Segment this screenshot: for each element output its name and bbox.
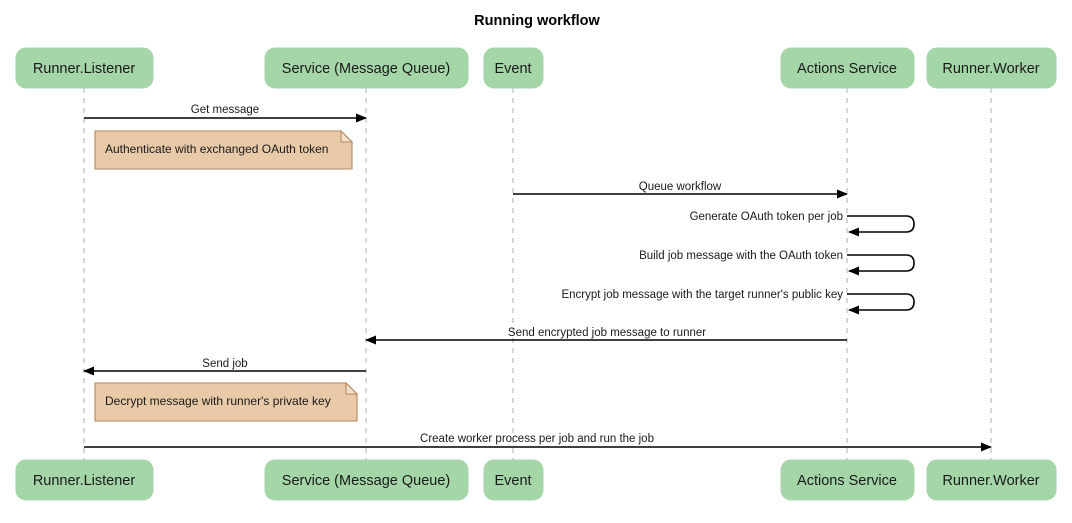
message-build-job-message-with-the-oauth-token[interactable]: Build job message with the OAuth token [639, 250, 915, 276]
participant-label: Actions Service [797, 473, 897, 489]
participant-label: Event [494, 61, 531, 77]
participant-label: Service (Message Queue) [282, 473, 450, 489]
participant-runner-worker-header[interactable]: Runner.Worker [926, 47, 1057, 89]
participant-label: Event [494, 473, 531, 489]
participant-service-message-queue-footer[interactable]: Service (Message Queue) [264, 459, 469, 501]
participant-box [483, 459, 544, 501]
self-loop-path [847, 254, 915, 276]
note-authenticate-note[interactable]: Authenticate with exchanged OAuth token [94, 129, 354, 170]
page-title: Running workflow [474, 13, 600, 29]
message-create-worker-process-per-job-and-run-the-job[interactable]: Create worker process per job and run th… [84, 433, 992, 452]
note-fold-corner-icon [340, 129, 354, 143]
participant-event-header[interactable]: Event [483, 47, 544, 89]
note-label: Authenticate with exchanged OAuth token [105, 142, 328, 156]
message-label: Queue workflow [639, 181, 722, 193]
note-decrypt-note[interactable]: Decrypt message with runner's private ke… [94, 381, 359, 422]
note-body [94, 382, 358, 422]
message-label: Send job [202, 358, 247, 370]
message-label: Get message [191, 104, 259, 116]
message-send-encrypted-job-message-to-runner[interactable]: Send encrypted job message to runner [365, 327, 847, 345]
message-send-job[interactable]: Send job [83, 358, 366, 376]
lifelines-layer [83, 88, 992, 460]
participant-label: Runner.Listener [33, 61, 136, 77]
participant-runner-listener-header[interactable]: Runner.Listener [15, 47, 154, 89]
note-label: Decrypt message with runner's private ke… [105, 394, 331, 408]
participant-box [926, 459, 1057, 501]
participant-actions-service-header[interactable]: Actions Service [780, 47, 915, 89]
note-fold-corner-icon [345, 381, 359, 395]
participant-box [15, 47, 154, 89]
participant-box [483, 47, 544, 89]
message-label: Create worker process per job and run th… [420, 433, 654, 445]
participant-box [264, 459, 469, 501]
self-loop-path [847, 215, 915, 237]
participant-label: Runner.Worker [942, 61, 1039, 77]
message-label: Encrypt job message with the target runn… [561, 289, 843, 301]
participant-box [780, 47, 915, 89]
participant-box [15, 459, 154, 501]
message-encrypt-job-message-with-the-target-runners-public-key[interactable]: Encrypt job message with the target runn… [561, 289, 915, 315]
note-body [94, 130, 353, 170]
participant-runner-worker-footer[interactable]: Runner.Worker [926, 459, 1057, 501]
message-get-message[interactable]: Get message [84, 104, 367, 123]
notes-layer: Authenticate with exchanged OAuth tokenD… [94, 129, 359, 422]
participant-box [926, 47, 1057, 89]
participant-actions-service-footer[interactable]: Actions Service [780, 459, 915, 501]
participant-event-footer[interactable]: Event [483, 459, 544, 501]
message-label: Send encrypted job message to runner [508, 327, 706, 339]
participant-label: Runner.Worker [942, 473, 1039, 489]
message-queue-workflow[interactable]: Queue workflow [513, 181, 848, 199]
participant-label: Runner.Listener [33, 473, 136, 489]
message-label: Build job message with the OAuth token [639, 250, 843, 262]
participant-box [264, 47, 469, 89]
message-generate-oauth-token-per-job[interactable]: Generate OAuth token per job [690, 211, 915, 237]
participant-box [780, 459, 915, 501]
message-label: Generate OAuth token per job [690, 211, 843, 223]
participant-label: Actions Service [797, 61, 897, 77]
participant-service-message-queue-header[interactable]: Service (Message Queue) [264, 47, 469, 89]
participant-label: Service (Message Queue) [282, 61, 450, 77]
self-loop-path [847, 293, 915, 315]
participant-runner-listener-footer[interactable]: Runner.Listener [15, 459, 154, 501]
